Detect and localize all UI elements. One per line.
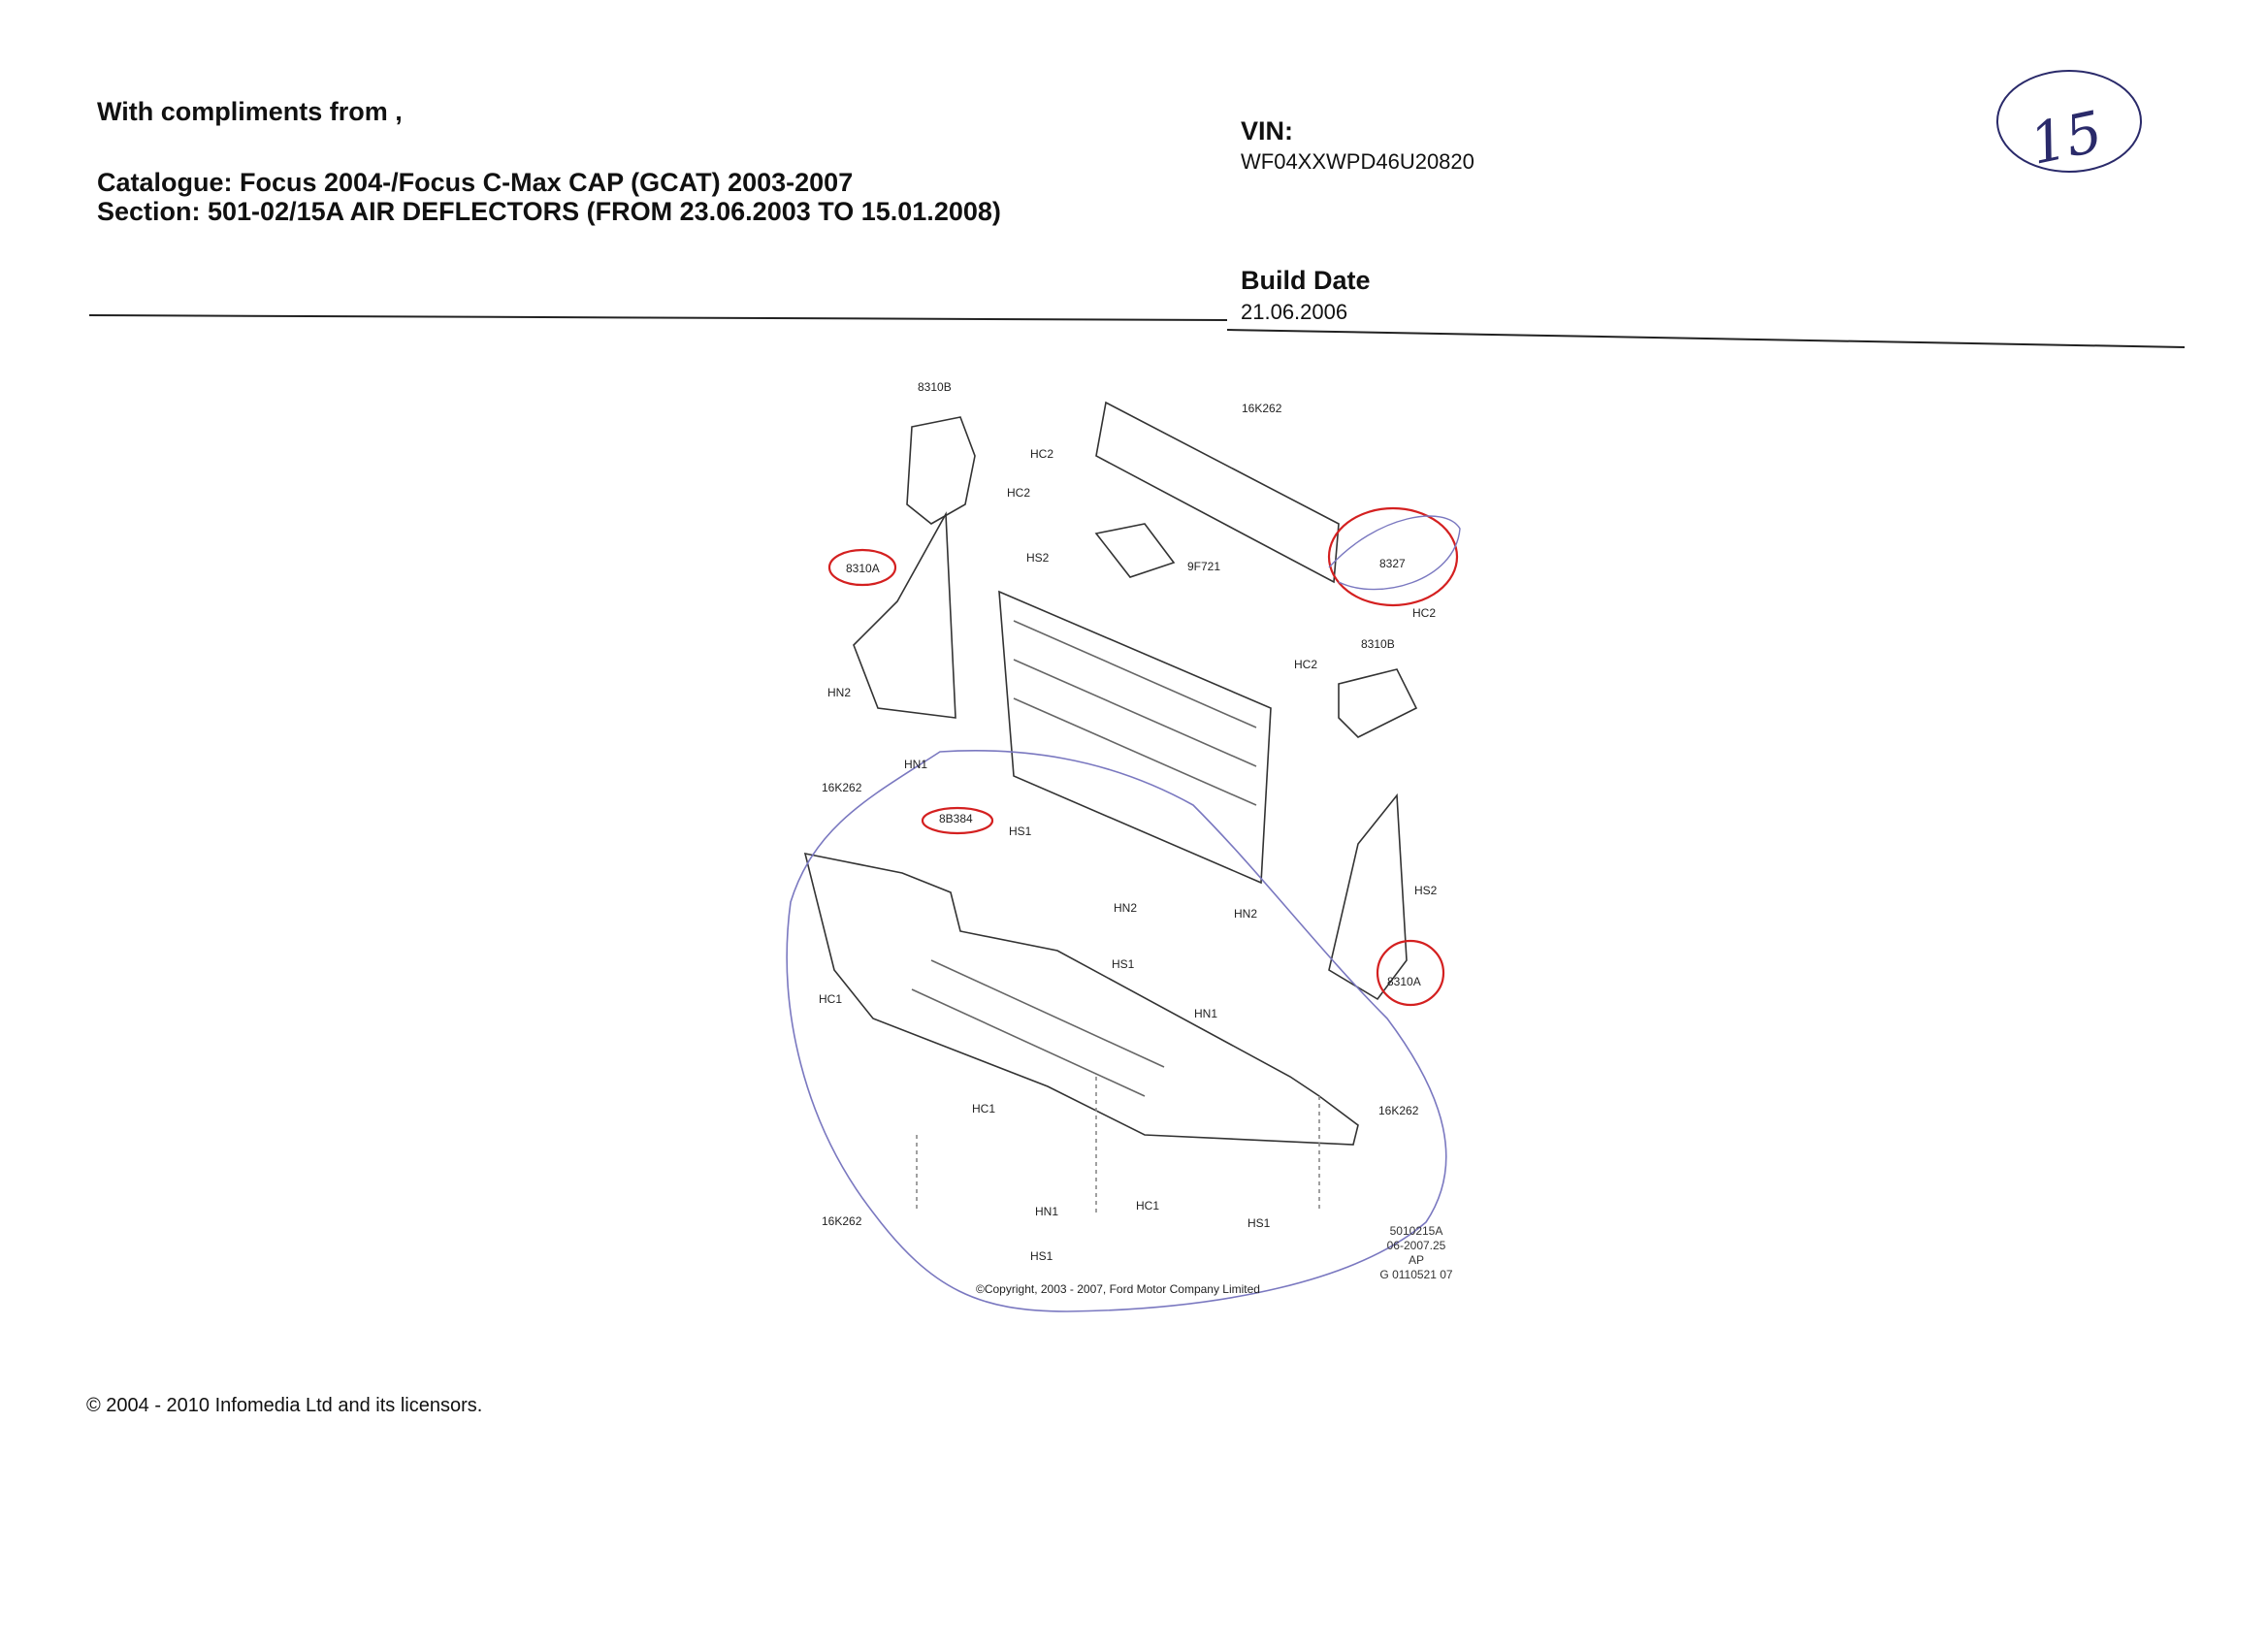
radiator-fins bbox=[1013, 620, 1257, 806]
part-label: 9F721 bbox=[1187, 560, 1221, 573]
deflector-8310b-lower bbox=[1338, 668, 1418, 738]
lower-deflector-8b384 bbox=[803, 852, 1359, 1146]
build-date-value: 21.06.2006 bbox=[1241, 300, 1348, 324]
header-divider-right bbox=[1226, 329, 2186, 348]
part-label: HC2 bbox=[1007, 486, 1031, 500]
circle-8327 bbox=[1327, 506, 1459, 607]
part-label: HS1 bbox=[1030, 1249, 1053, 1263]
part-label: 16K262 bbox=[1378, 1104, 1419, 1117]
part-label: 8327 bbox=[1379, 557, 1406, 570]
part-label: HN1 bbox=[1035, 1205, 1059, 1218]
ref-line: AP bbox=[1408, 1253, 1424, 1267]
part-label: 16K262 bbox=[822, 781, 862, 794]
deflector-8310a-right bbox=[1328, 792, 1408, 1001]
part-label: HN2 bbox=[1114, 901, 1138, 915]
part-label: 8B384 bbox=[939, 812, 973, 825]
part-label: HS2 bbox=[1026, 551, 1050, 565]
lower-deflector-ribs bbox=[911, 959, 1165, 1097]
compliments-text: With compliments from , bbox=[97, 97, 403, 126]
part-label: HS1 bbox=[1247, 1216, 1271, 1230]
part-label: HN2 bbox=[827, 686, 852, 699]
hand-drawn-loop bbox=[786, 750, 1447, 1312]
hand-drawn-scribble bbox=[1328, 515, 1461, 591]
part-label: HC2 bbox=[1294, 658, 1318, 671]
deflector-8310a-left bbox=[853, 511, 956, 719]
radiator bbox=[998, 590, 1272, 885]
footer-copyright: © 2004 - 2010 Infomedia Ltd and its lice… bbox=[86, 1395, 483, 1416]
part-label: HN2 bbox=[1234, 907, 1258, 921]
vin-label: VIN: bbox=[1241, 116, 1293, 146]
circle-8b384 bbox=[921, 806, 994, 835]
part-label: HS1 bbox=[1009, 824, 1032, 838]
ref-line: G 0110521 07 bbox=[1379, 1268, 1453, 1281]
part-label: HN1 bbox=[904, 758, 928, 771]
ref-line: 06-2007.25 bbox=[1386, 1239, 1446, 1252]
header-divider-left bbox=[88, 314, 1228, 321]
vin-value: WF04XXWPD46U20820 bbox=[1241, 149, 1474, 174]
build-date-label: Build Date bbox=[1241, 266, 1371, 295]
deflector-8310b-upper bbox=[906, 416, 976, 525]
ford-copyright: ©Copyright, 2003 - 2007, Ford Motor Comp… bbox=[976, 1282, 1260, 1296]
part-label: HS2 bbox=[1414, 884, 1438, 897]
page-mark-circle bbox=[1996, 70, 2142, 173]
part-label: HC2 bbox=[1412, 606, 1437, 620]
part-label: HC2 bbox=[1030, 447, 1054, 461]
part-label: HC1 bbox=[972, 1102, 996, 1116]
illustration-reference: 5010215A 06-2007.25 AP G 0110521 07 bbox=[1368, 1224, 1465, 1282]
bracket-9f721 bbox=[1094, 523, 1176, 578]
deflector-8327 bbox=[1095, 401, 1340, 584]
parts-drawing bbox=[803, 401, 1418, 1212]
part-label: HC1 bbox=[819, 992, 843, 1006]
part-label: HN1 bbox=[1194, 1007, 1218, 1020]
red-annotations bbox=[827, 506, 1459, 1007]
part-label: HC1 bbox=[1136, 1199, 1160, 1212]
section-title: Section: 501-02/15A AIR DEFLECTORS (FROM… bbox=[97, 197, 1001, 226]
part-label: 8310B bbox=[1361, 637, 1395, 651]
fastener-guide-lines bbox=[916, 1077, 1320, 1212]
part-label: 16K262 bbox=[1242, 402, 1282, 415]
ref-line: 5010215A bbox=[1389, 1224, 1443, 1238]
part-label: HS1 bbox=[1112, 957, 1135, 971]
part-label: 16K262 bbox=[822, 1214, 862, 1228]
catalogue-title: Catalogue: Focus 2004-/Focus C-Max CAP (… bbox=[97, 168, 854, 197]
part-label: 8310A bbox=[846, 562, 880, 575]
part-label: 8310B bbox=[918, 380, 952, 394]
circle-8310a-left bbox=[827, 548, 897, 587]
circle-8310a-right bbox=[1376, 939, 1445, 1007]
part-label: 8310A bbox=[1387, 975, 1421, 988]
